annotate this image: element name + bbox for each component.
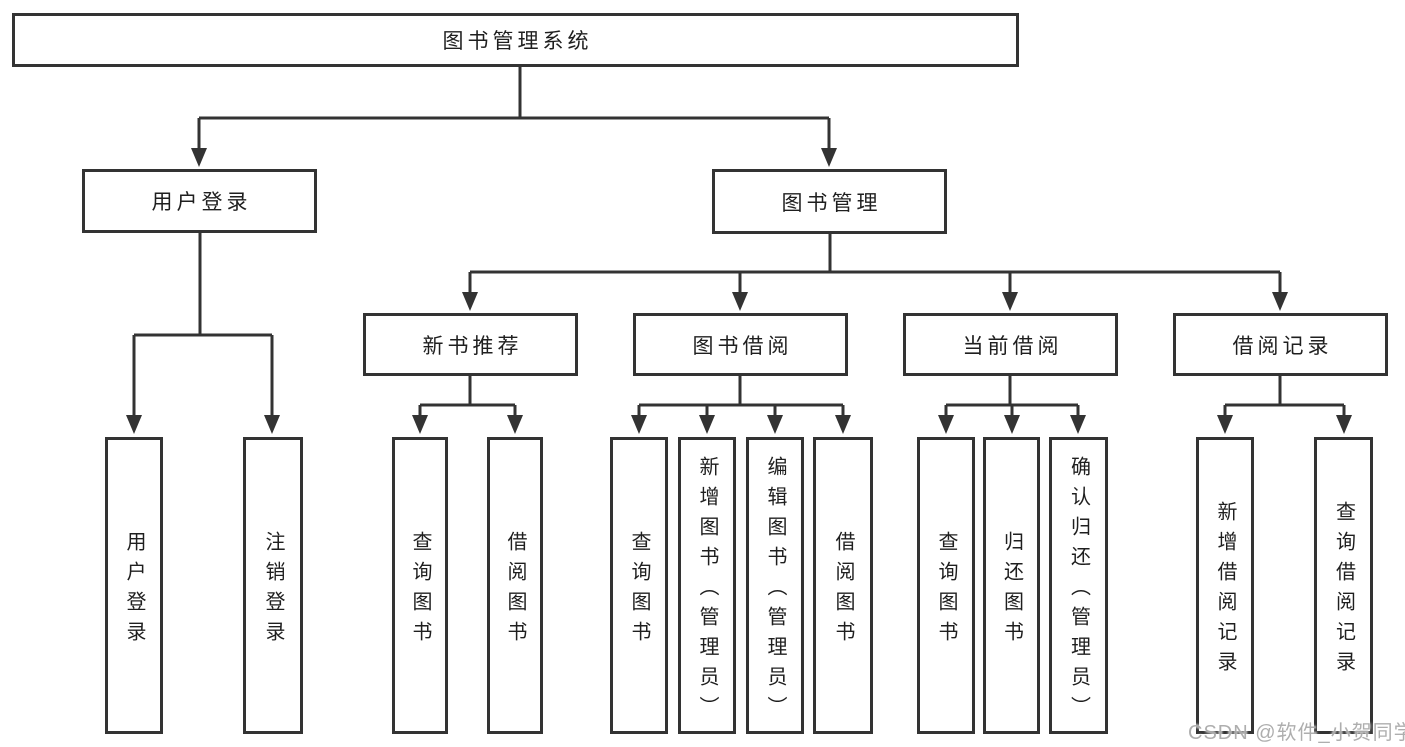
leaf-borrow-add-books-admin: 新增图书（管理员）	[678, 437, 736, 734]
leaf-current-return-books: 归还图书	[983, 437, 1040, 734]
node-book-management: 图书管理	[712, 169, 947, 234]
arrow-down-icon	[1336, 415, 1352, 434]
leaf-label: 查询图书	[628, 530, 650, 651]
arrow-down-icon	[1070, 415, 1086, 434]
leaf-label: 查询图书	[935, 530, 957, 651]
node-label: 图书管理	[781, 191, 882, 215]
leaf-current-confirm-return-admin: 确认归还（管理员）	[1049, 437, 1108, 734]
leaf-label: 查询图书	[409, 530, 431, 651]
node-label: 借阅记录	[1232, 334, 1333, 358]
arrow-down-icon	[938, 415, 954, 434]
leaf-label: 编辑图书（管理员）	[764, 455, 786, 726]
leaf-label: 新增图书（管理员）	[696, 455, 718, 726]
node-library-management-system: 图书管理系统	[12, 13, 1019, 67]
arrow-down-icon	[462, 292, 478, 311]
arrow-down-icon	[767, 415, 783, 434]
leaf-user-login: 用户登录	[105, 437, 163, 734]
csdn-watermark: CSDN @软件_小贺同学	[1188, 722, 1405, 744]
leaf-label: 查询借阅记录	[1332, 500, 1355, 681]
arrow-down-icon	[412, 415, 428, 434]
leaf-label: 用户登录	[123, 530, 145, 651]
leaf-borrow-edit-books-admin: 编辑图书（管理员）	[746, 437, 804, 734]
leaf-recommend-borrow-books: 借阅图书	[487, 437, 543, 734]
connector-current-to-leaves	[944, 376, 1080, 416]
leaf-logout: 注销登录	[243, 437, 303, 734]
arrow-down-icon	[264, 415, 280, 434]
arrow-down-icon	[126, 415, 142, 434]
arrow-down-icon	[732, 292, 748, 311]
leaf-label: 借阅图书	[504, 530, 526, 651]
arrow-down-icon	[821, 148, 837, 167]
node-borrowing-records: 借阅记录	[1173, 313, 1388, 376]
arrow-down-icon	[1004, 415, 1020, 434]
leaf-records-query-borrow-record: 查询借阅记录	[1314, 437, 1373, 734]
arrow-down-icon	[507, 415, 523, 434]
node-label: 图书借阅	[692, 334, 793, 358]
leaf-current-query-books: 查询图书	[917, 437, 975, 734]
leaf-records-add-borrow-record: 新增借阅记录	[1196, 437, 1254, 734]
arrow-down-icon	[191, 148, 207, 167]
leaf-label: 归还图书	[1000, 530, 1023, 651]
node-new-book-recommendation: 新书推荐	[363, 313, 578, 376]
arrow-down-icon	[1217, 415, 1233, 434]
connector-user-login-to-leaves	[132, 233, 274, 416]
leaf-recommend-query-books: 查询图书	[392, 437, 448, 734]
node-book-borrowing: 图书借阅	[633, 313, 848, 376]
leaf-label: 借阅图书	[832, 530, 854, 651]
leaf-label: 注销登录	[262, 530, 284, 651]
node-user-login: 用户登录	[82, 169, 317, 233]
arrowheads	[126, 148, 1352, 434]
leaf-label: 确认归还（管理员）	[1067, 455, 1090, 726]
node-label: 用户登录	[151, 191, 252, 214]
arrow-down-icon	[1272, 292, 1288, 311]
connector-records-to-leaves	[1223, 376, 1346, 416]
leaf-borrow-query-books: 查询图书	[610, 437, 668, 734]
arrow-down-icon	[631, 415, 647, 434]
arrow-down-icon	[1002, 292, 1018, 311]
leaf-label: 新增借阅记录	[1214, 500, 1236, 681]
node-label: 新书推荐	[422, 334, 523, 358]
arrow-down-icon	[699, 415, 715, 434]
arrow-down-icon	[835, 415, 851, 434]
leaf-borrow-borrow-books: 借阅图书	[813, 437, 873, 734]
connector-root-to-level2	[197, 67, 831, 149]
connector-book-management-to-level3	[468, 234, 1282, 293]
connector-recommend-to-leaves	[418, 376, 517, 416]
node-current-borrowing: 当前借阅	[903, 313, 1118, 376]
node-label: 当前借阅	[962, 334, 1063, 358]
node-label: 图书管理系统	[442, 30, 593, 53]
connector-borrow-to-leaves	[637, 376, 845, 416]
